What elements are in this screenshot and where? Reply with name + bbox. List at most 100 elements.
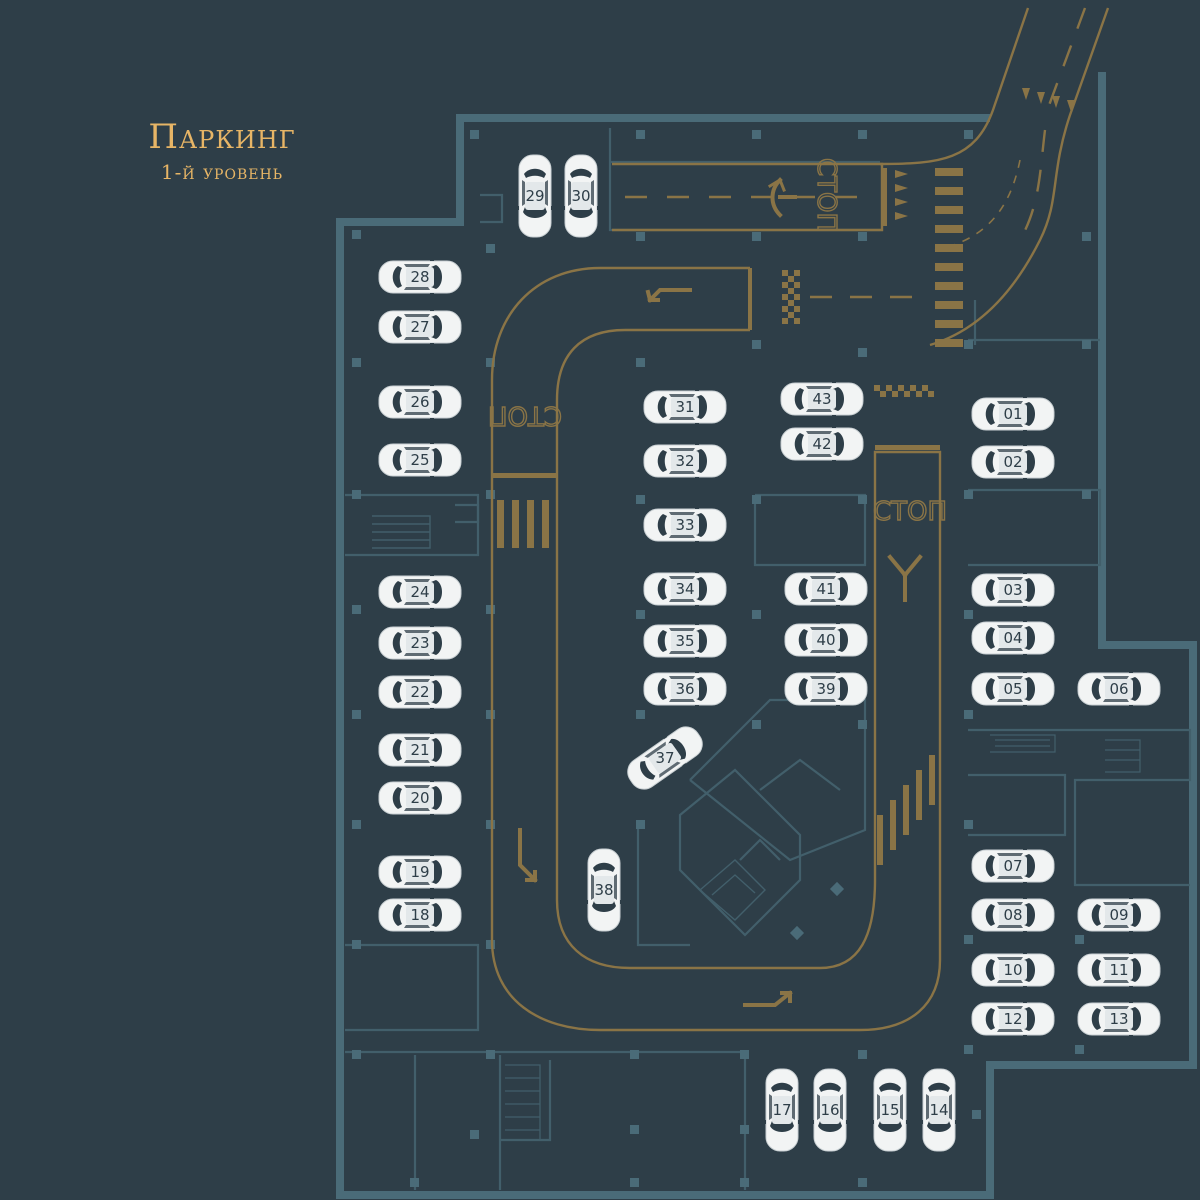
windshield-rear	[392, 787, 402, 809]
spot-number-badge	[999, 679, 1027, 699]
windshield-rear	[593, 862, 615, 872]
parking-spot-08[interactable]: 08	[971, 896, 1055, 934]
parking-spot-24[interactable]: 24	[378, 573, 462, 611]
parking-spot-19[interactable]: 19	[378, 853, 462, 891]
spot-number-badge	[406, 450, 434, 470]
spot-number: 18	[410, 906, 429, 924]
parking-spot-41[interactable]: 41	[784, 570, 868, 608]
windshield-rear	[1091, 904, 1101, 926]
parking-spot-39[interactable]: 39	[784, 670, 868, 708]
parking-spot-29[interactable]: 29	[516, 154, 554, 238]
windshield-rear	[798, 629, 808, 651]
stop-marking-entry: СТОП	[811, 158, 841, 232]
parking-spot-01[interactable]: 01	[971, 395, 1055, 433]
spot-number: 09	[1109, 906, 1128, 924]
parking-spot-02[interactable]: 02	[971, 443, 1055, 481]
spot-number: 12	[1003, 1010, 1022, 1028]
parking-spot-33[interactable]: 33	[643, 506, 727, 544]
parking-spot-32[interactable]: 32	[643, 442, 727, 480]
spot-number-badge	[880, 1096, 900, 1124]
parking-spot-06[interactable]: 06	[1077, 670, 1161, 708]
driving-lanes	[490, 7, 1110, 1032]
windshield-rear	[657, 396, 667, 418]
spot-number-badge	[808, 389, 836, 409]
map-title: Паркинг	[148, 117, 296, 157]
windshield-rear	[985, 1008, 995, 1030]
spot-number: 17	[772, 1101, 791, 1119]
main-loop	[490, 266, 942, 1032]
spot-number-badge	[1105, 1009, 1133, 1029]
windshield-rear	[928, 1082, 950, 1092]
parking-spot-14[interactable]: 14	[920, 1068, 958, 1152]
windshield-rear	[392, 861, 402, 883]
windshield-rear	[794, 433, 804, 455]
spot-number-badge	[820, 1096, 840, 1124]
parking-spot-16[interactable]: 16	[811, 1068, 849, 1152]
parking-spot-40[interactable]: 40	[784, 621, 868, 659]
parking-spot-07[interactable]: 07	[971, 847, 1055, 885]
spot-number: 40	[816, 631, 835, 649]
parking-spot-43[interactable]: 43	[780, 380, 864, 418]
parking-spot-10[interactable]: 10	[971, 951, 1055, 989]
windshield-rear	[771, 1082, 793, 1092]
parking-spot-42[interactable]: 42	[780, 425, 864, 463]
windshield-rear	[985, 678, 995, 700]
windshield-rear	[392, 581, 402, 603]
windshield-rear	[798, 678, 808, 700]
spot-number: 19	[410, 863, 429, 881]
spot-number: 24	[410, 583, 429, 601]
map-header: Паркинг 1-й уровень	[104, 116, 340, 186]
parking-spot-36[interactable]: 36	[643, 670, 727, 708]
parking-spot-20[interactable]: 20	[378, 779, 462, 817]
spot-number: 43	[812, 390, 831, 408]
parking-spot-30[interactable]: 30	[562, 154, 600, 238]
parking-spot-12[interactable]: 12	[971, 1000, 1055, 1038]
parking-spot-11[interactable]: 11	[1077, 951, 1161, 989]
windshield-rear	[985, 451, 995, 473]
spot-number-badge	[406, 905, 434, 925]
spot-number-badge	[671, 397, 699, 417]
parking-spot-03[interactable]: 03	[971, 571, 1055, 609]
spot-number-badge	[648, 742, 682, 774]
parking-spot-26[interactable]: 26	[378, 383, 462, 421]
parking-spot-25[interactable]: 25	[378, 441, 462, 479]
parking-spot-05[interactable]: 05	[971, 670, 1055, 708]
spot-number-badge	[999, 404, 1027, 424]
parking-spot-27[interactable]: 27	[378, 308, 462, 346]
parking-spot-37[interactable]: 37	[621, 719, 710, 797]
parking-spot-31[interactable]: 31	[643, 388, 727, 426]
parking-spot-15[interactable]: 15	[871, 1068, 909, 1152]
spot-number: 32	[675, 452, 694, 470]
parking-spot-22[interactable]: 22	[378, 673, 462, 711]
windshield-rear	[879, 1082, 901, 1092]
direction-arrows	[518, 177, 923, 1007]
parking-spot-21[interactable]: 21	[378, 731, 462, 769]
parking-spot-23[interactable]: 23	[378, 624, 462, 662]
windshield-rear	[570, 168, 592, 178]
parking-spot-38[interactable]: 38	[585, 848, 623, 932]
spot-number-badge	[1105, 960, 1133, 980]
spot-number-badge	[812, 579, 840, 599]
parking-spot-17[interactable]: 17	[763, 1068, 801, 1152]
parking-spot-04[interactable]: 04	[971, 619, 1055, 657]
spot-number: 06	[1109, 680, 1128, 698]
outer-wall	[336, 72, 1197, 1199]
spot-number: 07	[1003, 857, 1022, 875]
turn-arrow-left	[518, 828, 538, 883]
windshield-rear	[985, 403, 995, 425]
parking-spot-28[interactable]: 28	[378, 258, 462, 296]
windshield-rear	[640, 760, 656, 780]
windshield-rear	[392, 316, 402, 338]
parking-spot-35[interactable]: 35	[643, 622, 727, 660]
spot-number: 21	[410, 741, 429, 759]
parking-spot-09[interactable]: 09	[1077, 896, 1161, 934]
parking-spot-18[interactable]: 18	[378, 896, 462, 934]
spot-number: 34	[675, 580, 694, 598]
parking-spot-34[interactable]: 34	[643, 570, 727, 608]
windshield-rear	[985, 579, 995, 601]
parking-spot-13[interactable]: 13	[1077, 1000, 1161, 1038]
ramp-right-edge	[929, 7, 1110, 347]
spot-number: 16	[820, 1101, 839, 1119]
